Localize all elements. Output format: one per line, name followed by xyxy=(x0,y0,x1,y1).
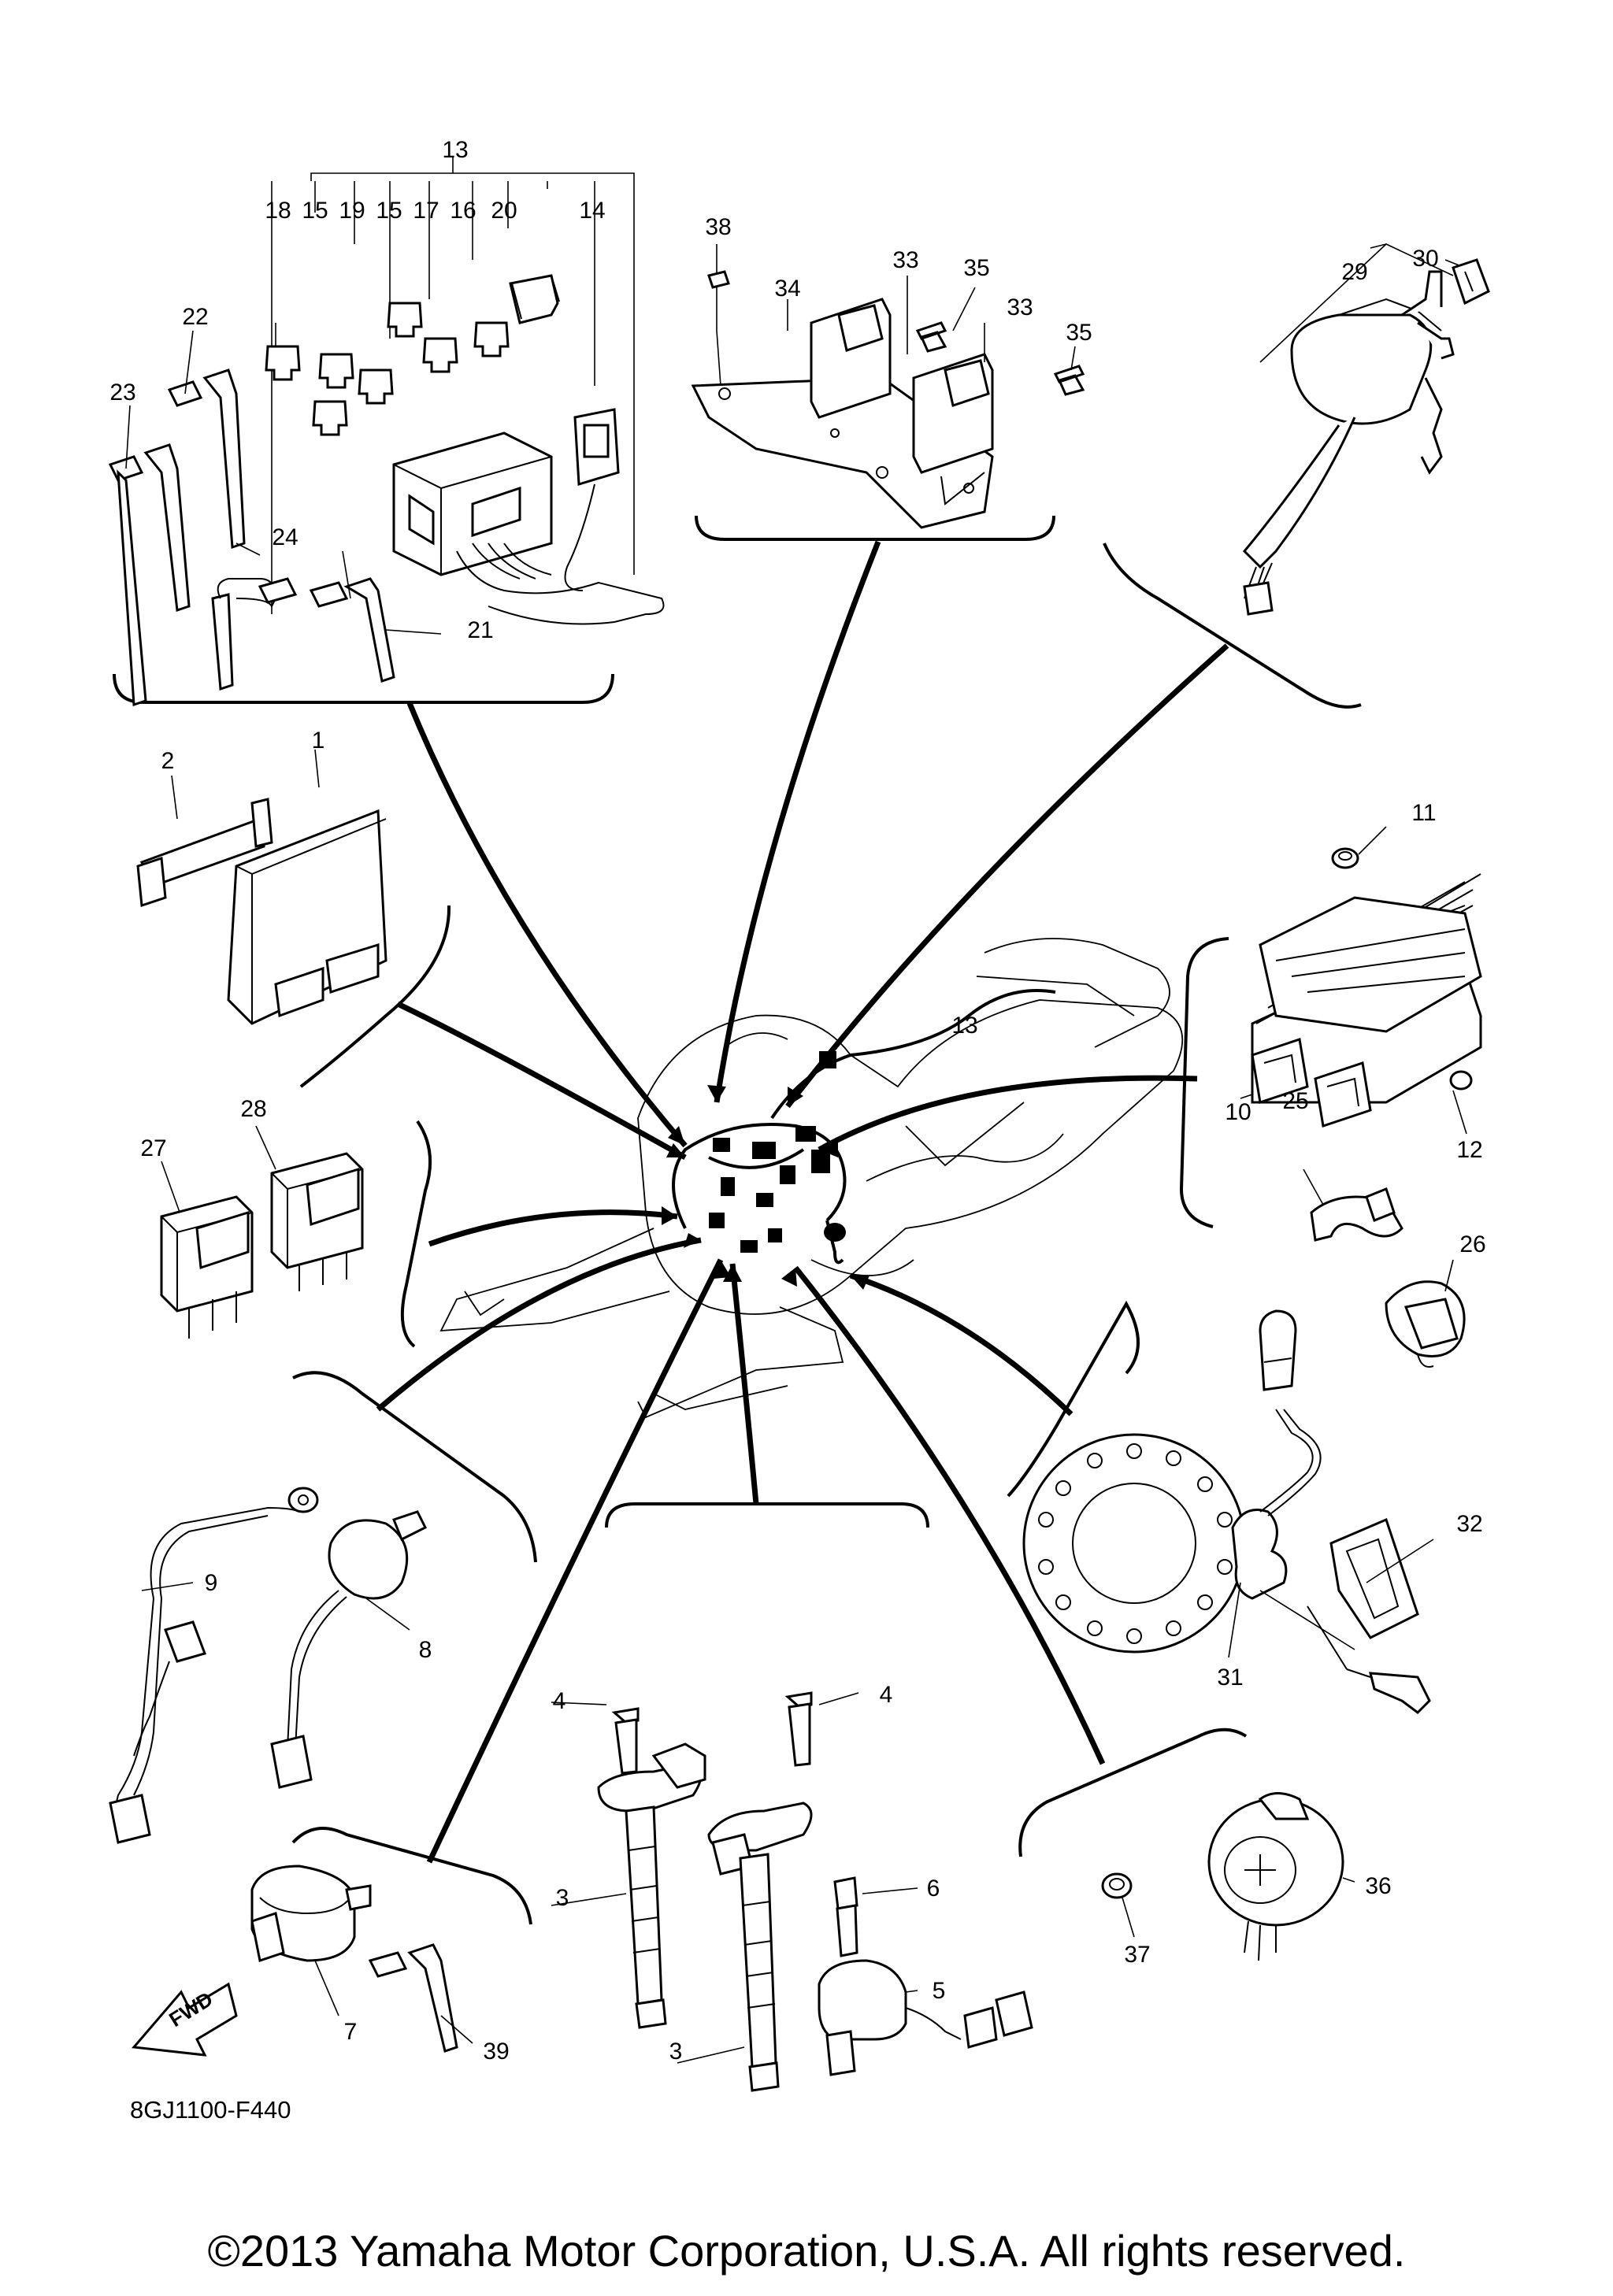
horn-group xyxy=(1101,1792,1355,1961)
label-part-3: 3 xyxy=(669,2039,683,2065)
label-part-35: 35 xyxy=(1066,320,1092,346)
part-number-labels: 13 18 15 19 15 17 16 20 14 22 23 24 21 3… xyxy=(109,137,1485,2065)
main-wire-harness xyxy=(672,989,1056,1265)
label-part-24: 24 xyxy=(272,524,298,550)
label-part-33: 33 xyxy=(892,247,918,273)
label-part-31: 31 xyxy=(1217,1665,1243,1691)
label-part-38: 38 xyxy=(705,214,731,240)
label-part-18: 18 xyxy=(265,198,291,224)
label-part-8: 8 xyxy=(419,1637,432,1663)
label-part-7: 7 xyxy=(344,2019,358,2045)
label-part-23: 23 xyxy=(109,380,135,406)
sensor-5-group xyxy=(818,1876,1033,2076)
label-part-17: 17 xyxy=(413,198,439,224)
label-part-30: 30 xyxy=(1412,246,1438,272)
sensor-7-group xyxy=(250,1865,473,2053)
relay-bracket-group xyxy=(691,244,1085,529)
vehicle-frame-outline xyxy=(439,938,1184,1419)
label-part-15: 15 xyxy=(376,198,402,224)
label-part-21: 21 xyxy=(467,617,493,643)
harness-spokes xyxy=(376,540,1229,1864)
label-part-39: 39 xyxy=(483,2039,509,2065)
diagram-reference-code: 8GJ1100-F440 xyxy=(130,2096,291,2124)
label-part-11: 11 xyxy=(1411,800,1436,826)
copyright-notice: ©2013 Yamaha Motor Corporation, U.S.A. A… xyxy=(208,2226,1406,2276)
label-part-25: 25 xyxy=(1282,1088,1308,1114)
label-part-22: 22 xyxy=(182,304,208,330)
label-part-5: 5 xyxy=(933,1978,946,2004)
label-part-12: 12 xyxy=(1456,1137,1482,1163)
label-part-28: 28 xyxy=(240,1096,266,1122)
ignition-coil-group xyxy=(551,1691,859,2092)
sensor-8-group xyxy=(109,1487,428,1844)
label-part-37: 37 xyxy=(1124,1942,1150,1968)
label-part-3: 3 xyxy=(556,1885,569,1911)
label-part-20: 20 xyxy=(491,198,517,224)
fwd-arrow-icon: FWD xyxy=(132,1982,238,2057)
label-part-26: 26 xyxy=(1459,1231,1485,1257)
label-part-36: 36 xyxy=(1365,1873,1391,1899)
label-part-35: 35 xyxy=(963,255,989,281)
ecu-group xyxy=(136,749,387,1025)
label-part-14: 14 xyxy=(579,198,605,224)
label-part-10: 10 xyxy=(1225,1099,1251,1125)
label-part-4: 4 xyxy=(880,1682,893,1708)
label-part-4: 4 xyxy=(553,1688,566,1714)
label-part-13: 13 xyxy=(951,1013,977,1039)
label-part-27: 27 xyxy=(140,1135,166,1161)
group-brackets xyxy=(113,515,1362,1925)
label-part-9: 9 xyxy=(205,1570,218,1596)
label-part-19: 19 xyxy=(339,198,365,224)
pickup-group xyxy=(1022,1309,1434,1714)
label-part-29: 29 xyxy=(1341,259,1367,285)
main-switch-group xyxy=(1242,243,1490,616)
label-part-16: 16 xyxy=(450,198,476,224)
fuse-box-group xyxy=(108,157,665,707)
relay-group xyxy=(160,1125,364,1339)
label-part-13: 13 xyxy=(442,137,468,163)
label-part-2: 2 xyxy=(161,748,175,774)
label-part-33: 33 xyxy=(1007,294,1033,320)
label-part-34: 34 xyxy=(774,276,800,302)
label-part-32: 32 xyxy=(1456,1511,1482,1537)
arrowheads xyxy=(662,1085,870,1290)
label-part-6: 6 xyxy=(927,1876,940,1902)
label-part-1: 1 xyxy=(312,728,325,754)
label-part-15: 15 xyxy=(302,198,328,224)
rectifier-group xyxy=(1240,826,1482,1368)
